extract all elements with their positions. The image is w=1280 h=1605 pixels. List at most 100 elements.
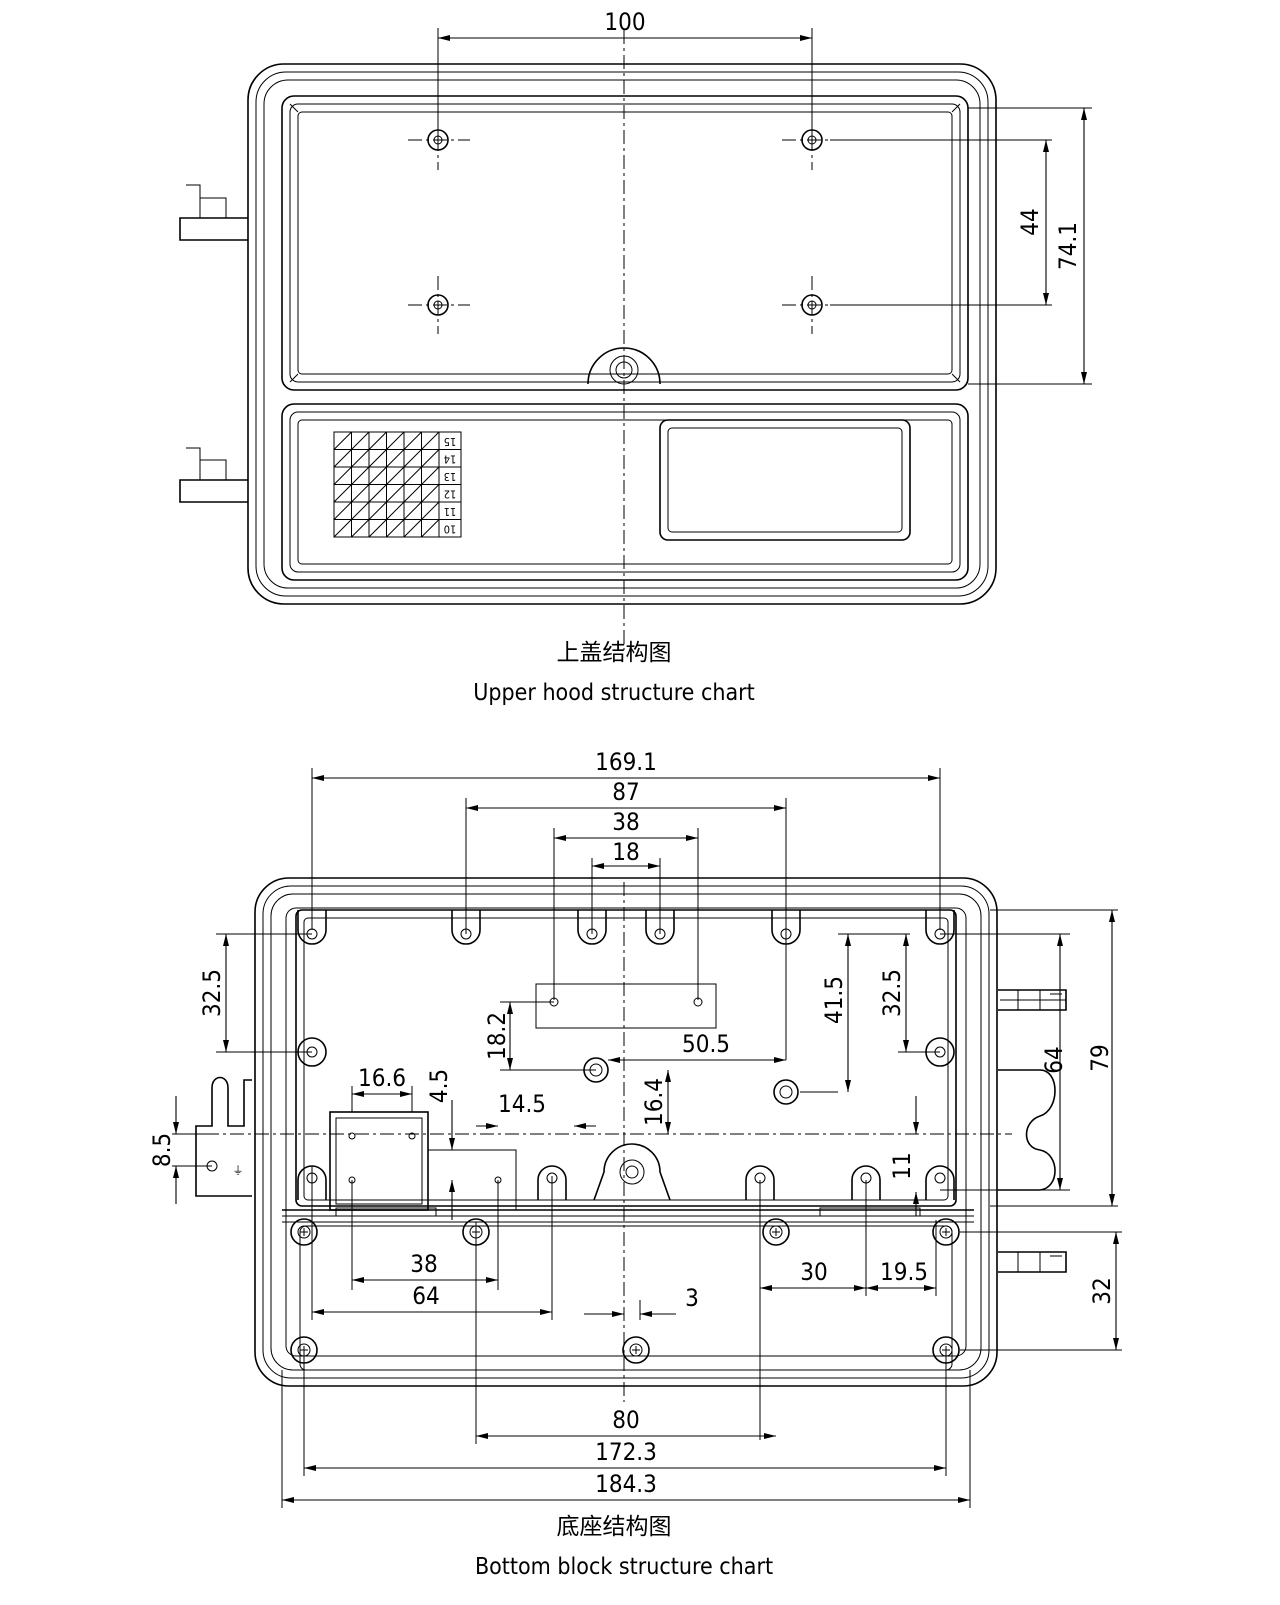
upper-title-cn: 上盖结构图 [557, 640, 672, 666]
dim-18-label: 18 [612, 838, 639, 866]
grid-hatch [351, 519, 370, 538]
grid-hatch [351, 484, 370, 503]
grid-hatch [368, 519, 387, 538]
grid-hatch [351, 501, 370, 520]
dim-79-label: 79 [1086, 1044, 1114, 1071]
grid-row-label: 15 [444, 435, 457, 448]
grid-hatch [386, 466, 405, 485]
grid-hatch [403, 466, 422, 485]
dim-38-bottom-label: 38 [410, 1250, 437, 1278]
dim-38-top-label: 38 [612, 808, 639, 836]
bottom-title-cn: 底座结构图 [557, 1514, 672, 1540]
lower-slot-hole [934, 1172, 946, 1184]
dim-11-label: 11 [888, 1152, 916, 1179]
dim-30-label: 30 [800, 1258, 827, 1286]
dim-64-bottom-label: 64 [412, 1282, 439, 1310]
hood-left-clips [179, 184, 248, 503]
grid-hatch [386, 501, 405, 520]
grid-hatch [333, 466, 352, 485]
dim-32-left-label: 32.5 [198, 969, 226, 1017]
grid-hatch [386, 449, 405, 468]
grid-hatch [421, 431, 440, 450]
mounting-screw [932, 1218, 960, 1246]
dim-3-label: 3 [685, 1284, 699, 1312]
grid-hatch [403, 501, 422, 520]
upper-title-en: Upper hood structure chart [473, 680, 755, 706]
dim-16-4-label: 16.4 [640, 1078, 668, 1126]
slot-pocket [645, 910, 675, 945]
dim-169-label: 169.1 [595, 748, 657, 776]
dim-172-label: 172.3 [595, 1438, 657, 1466]
bottom-right-clips [998, 989, 1067, 1273]
lower-slot-pocket [925, 1165, 955, 1200]
bottom-slot-row [297, 910, 955, 1200]
grid-hatch [368, 501, 387, 520]
upper-hood-view: 15 14 13 12 11 10 100 44 [179, 8, 1092, 706]
grid-row-label: 14 [444, 452, 457, 465]
slot-pocket [451, 910, 481, 945]
slot-pocket [297, 910, 327, 945]
hood-dimension-74: 74.1 [968, 107, 1092, 385]
lower-slot-pocket [745, 1165, 775, 1200]
dim-87-label: 87 [612, 778, 639, 806]
dim-184-label: 184.3 [595, 1470, 657, 1498]
dim-4-5-label: 4.5 [425, 1069, 453, 1103]
dim-16-6-label: 16.6 [358, 1064, 406, 1092]
grid-row-label: 11 [444, 505, 457, 518]
grid-hatch [333, 431, 352, 450]
grid-hatch [368, 449, 387, 468]
dim-32-label: 32 [1088, 1277, 1116, 1304]
ground-symbol: ⏚ [233, 1164, 244, 1177]
grid-hatch [351, 431, 370, 450]
mounting-screw-head [769, 1225, 783, 1239]
mounting-screw-head [629, 1343, 643, 1357]
mounting-screw [762, 1218, 790, 1246]
mounting-screw [290, 1218, 318, 1246]
grid-row-label: 12 [444, 487, 457, 500]
grid-hatch [333, 519, 352, 538]
lower-slot-pocket [851, 1165, 881, 1200]
grid-hatch [421, 449, 440, 468]
grid-hatch [421, 519, 440, 538]
grid-hatch [403, 449, 422, 468]
dim-74-label: 74.1 [1054, 222, 1082, 270]
slot-pocket [577, 910, 607, 945]
grid-hatch [333, 449, 352, 468]
dim-8-5-label: 8.5 [148, 1133, 176, 1167]
grid-hatch [421, 501, 440, 520]
dim-44-label: 44 [1016, 208, 1044, 235]
grid-hatch [386, 519, 405, 538]
mounting-screw-head [939, 1225, 953, 1239]
grid-hatch [386, 484, 405, 503]
lower-slot-pocket [537, 1165, 567, 1200]
hood-screw-holes [408, 112, 842, 334]
grid-hatch [333, 501, 352, 520]
grid-hatch [368, 431, 387, 450]
grid-hatch [368, 484, 387, 503]
dim-18-2-label: 18.2 [483, 1012, 511, 1060]
dim-80-label: 80 [612, 1406, 639, 1434]
hood-dimension-44: 44 [830, 139, 1052, 306]
grid-hatch [351, 466, 370, 485]
grid-hatch [386, 431, 405, 450]
bottom-mounting-screws [290, 1218, 960, 1364]
bottom-block-view: ⏚ 169.1 87 38 18 [148, 748, 1122, 1580]
grid-hatch [368, 466, 387, 485]
grid-hatch [403, 431, 422, 450]
grid-hatch [333, 484, 352, 503]
slot-pocket [925, 910, 955, 945]
grid-label-cell [438, 519, 462, 538]
dim-19-5-label: 19.5 [880, 1258, 928, 1286]
grid-row-label: 13 [444, 470, 457, 483]
grid-hatch [403, 484, 422, 503]
dim-64-right-label: 64 [1040, 1046, 1068, 1073]
grid-row-label: 10 [444, 522, 457, 535]
mounting-screw-head [297, 1225, 311, 1239]
grid-hatch [403, 519, 422, 538]
grid-hatch [421, 466, 440, 485]
grid-hatch [421, 484, 440, 503]
bottom-title-en: Bottom block structure chart [475, 1554, 773, 1580]
dim-100-label: 100 [604, 8, 645, 36]
bottom-left-hinge: ⏚ [195, 1076, 252, 1197]
